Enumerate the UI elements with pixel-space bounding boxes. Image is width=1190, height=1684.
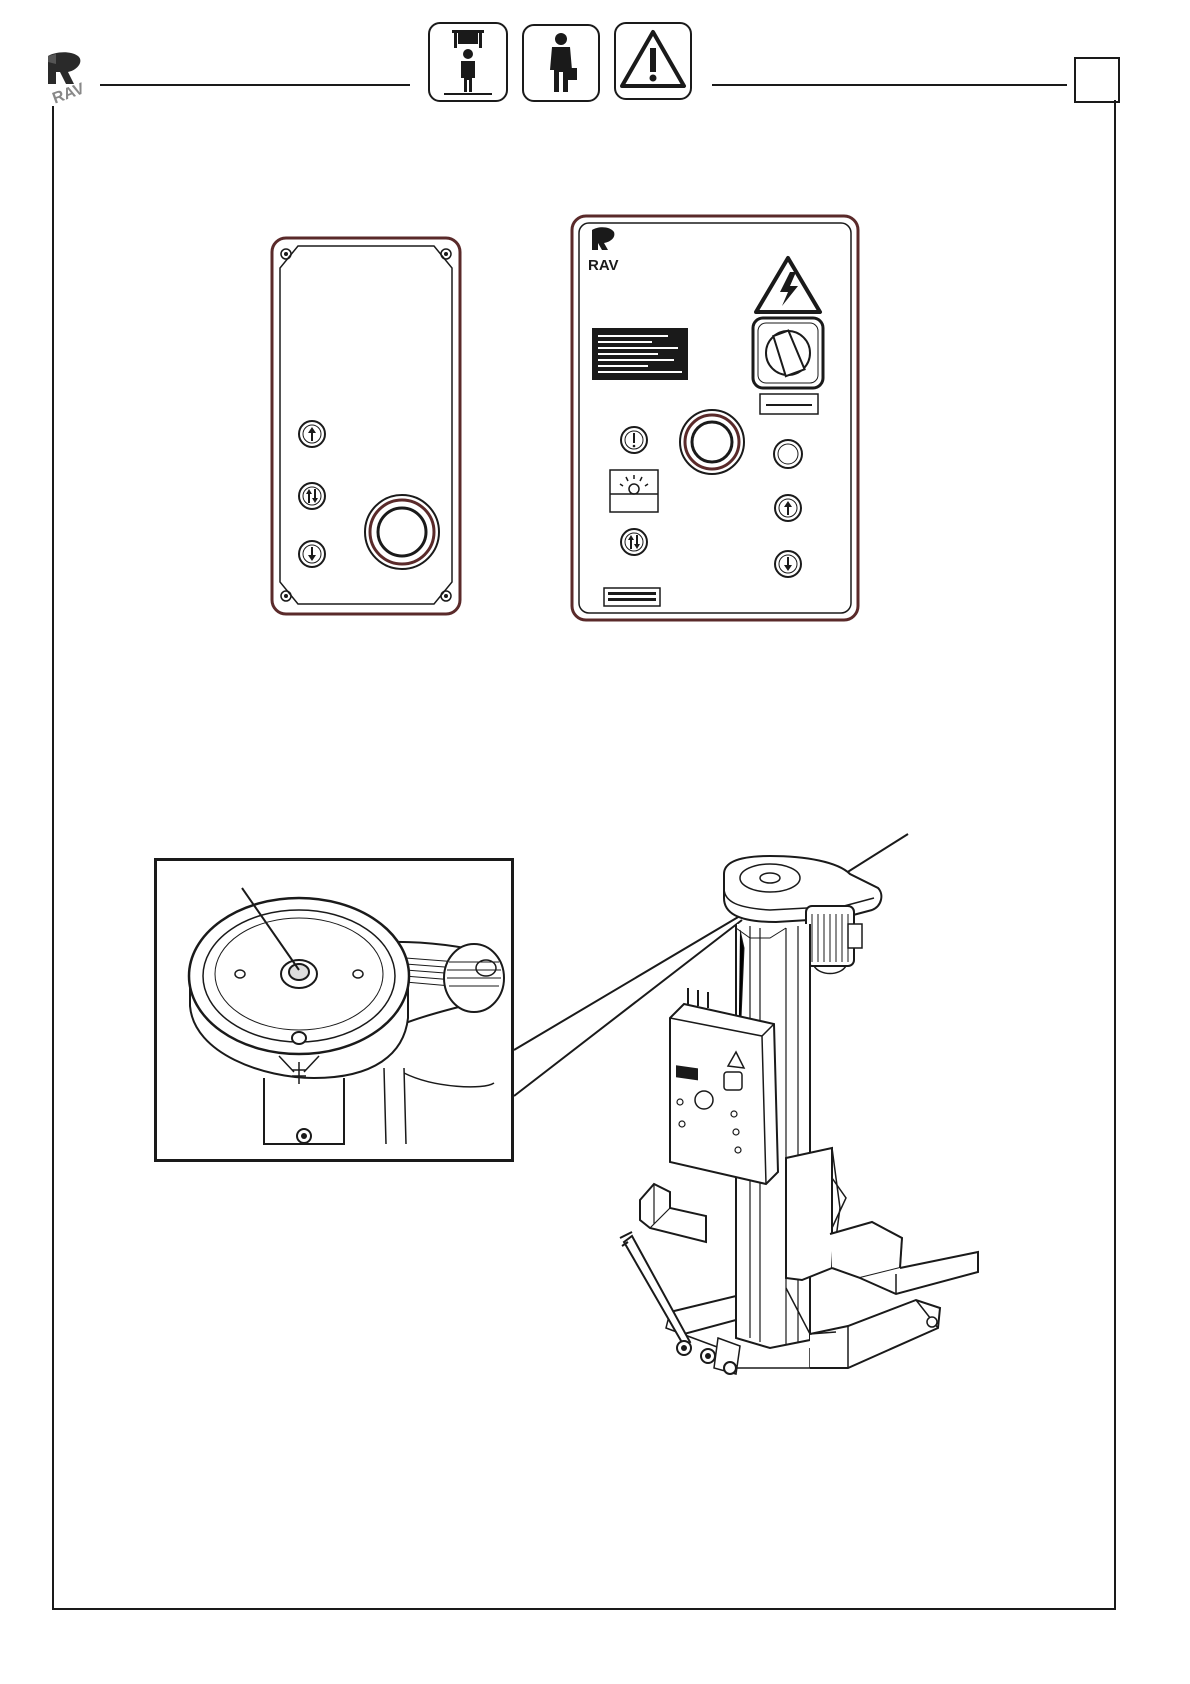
down-arrow-button-icon (299, 541, 325, 567)
page-frame-right (1114, 100, 1116, 1610)
page-frame-left (52, 106, 54, 1610)
rav-logo: RAV (44, 50, 94, 105)
pulley-belt-detail (154, 858, 514, 1162)
label-plate-black (592, 328, 688, 380)
svg-text:RAV: RAV (588, 257, 619, 274)
lifting-fork (830, 1178, 978, 1294)
operator-icon (522, 24, 600, 102)
down-arrow-button-icon (775, 551, 801, 577)
up-arrow-button-icon (299, 421, 325, 447)
lifter-operator-icon (428, 22, 508, 102)
page-header: RAV RAV (0, 0, 1190, 110)
header-rule-right (712, 84, 1067, 86)
up-arrow-button-icon (775, 495, 801, 521)
warning-triangle-icon (614, 22, 692, 100)
tool-tray (640, 1184, 706, 1242)
mobile-column-lift (610, 828, 1010, 1508)
big-pulley (189, 898, 409, 1078)
wheel (724, 1362, 736, 1374)
motor (806, 906, 862, 974)
page-number-box (1074, 57, 1120, 103)
wheel (677, 1341, 691, 1355)
header-rule-left (100, 84, 410, 86)
emergency-button-icon (621, 427, 647, 453)
small-label-plate (604, 588, 660, 606)
wheel (701, 1349, 715, 1363)
page-frame-bottom (52, 1608, 1116, 1610)
small-pulley (444, 944, 504, 1012)
wheel (927, 1317, 937, 1327)
right-control-panel: RAV (570, 214, 860, 622)
lift-handle (620, 1232, 690, 1346)
left-control-panel (270, 236, 462, 616)
logo-text: RAV (0, 0, 1, 1)
